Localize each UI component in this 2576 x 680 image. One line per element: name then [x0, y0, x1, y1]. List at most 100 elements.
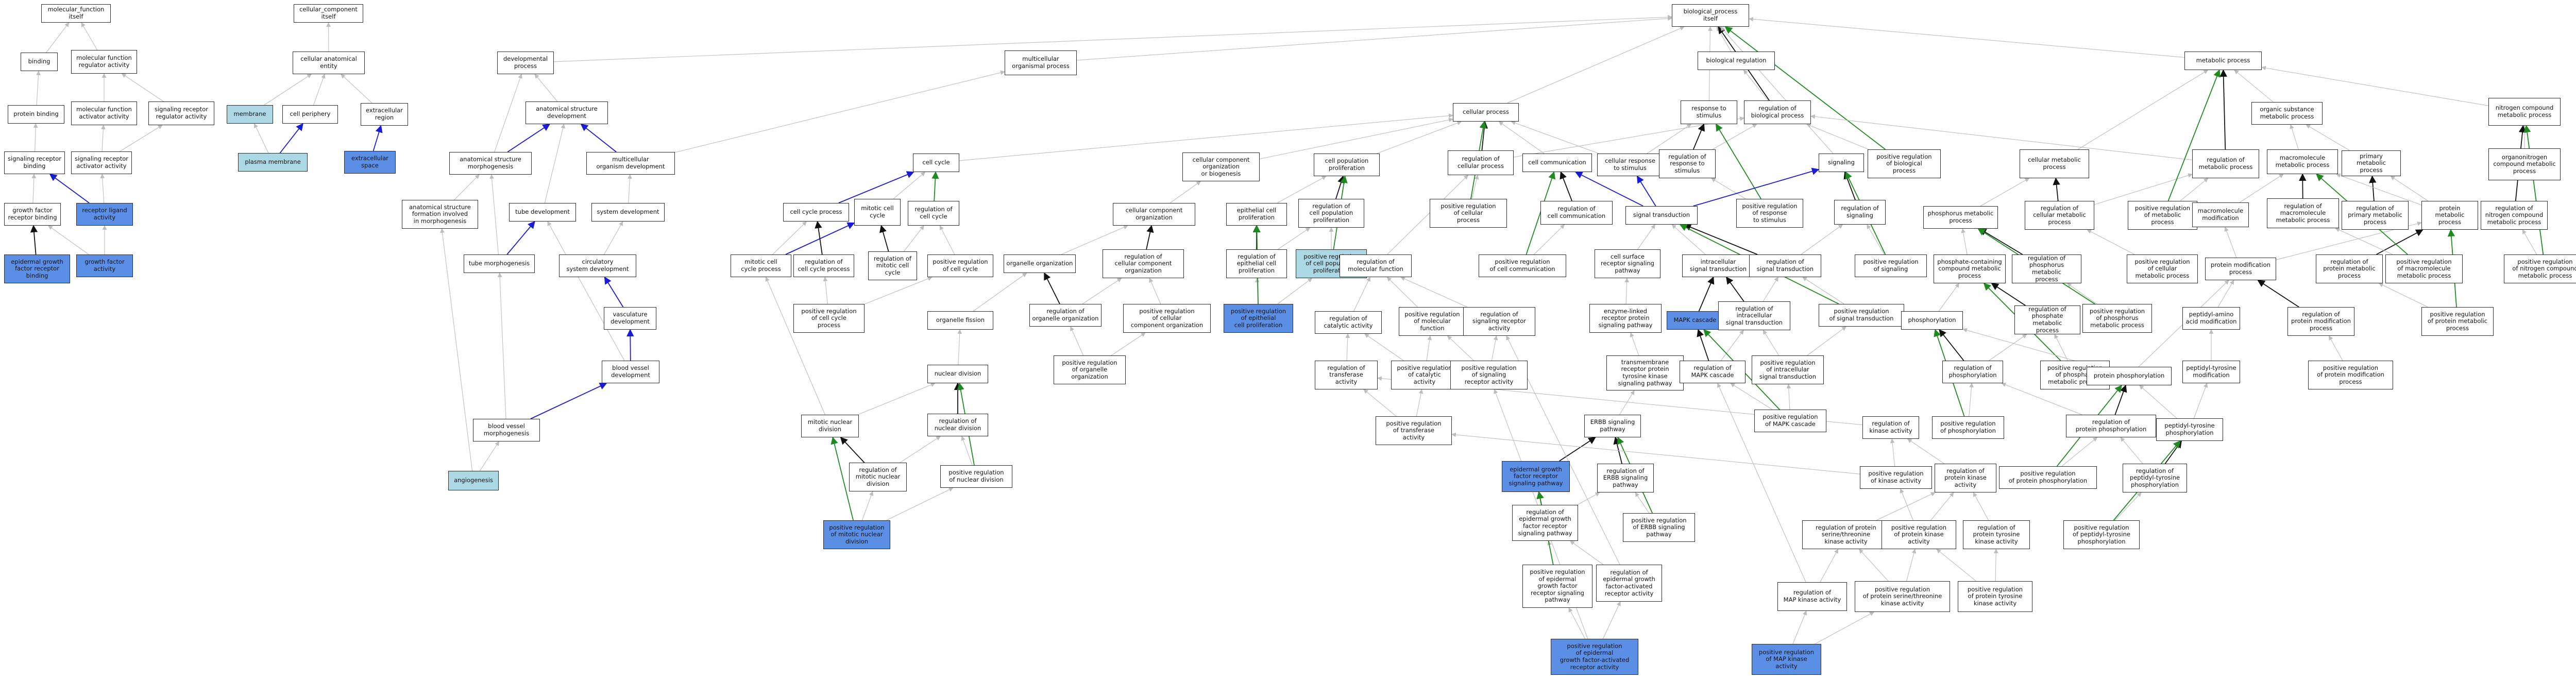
go-term-ccob: cellular component organization or bioge… [1182, 152, 1260, 181]
edge-cpp-to-cellproc [1377, 121, 1462, 154]
go-term-protmod: protein modification process [2205, 258, 2276, 280]
edge-posregcellcomm-to-regcellcomm [1534, 224, 1565, 255]
go-term-regprotphos: regulation of protein phosphorylation [2066, 415, 2156, 437]
edge-cellproc-to-bp [1507, 26, 1685, 104]
edge-posregegfra-to-posregegfrsp [1568, 607, 1586, 639]
go-term-regta: regulation of transferase activity [1315, 361, 1378, 389]
go-term-membrane: membrane [227, 105, 273, 124]
edge-ccob-to-cellproc [1259, 117, 1453, 160]
go-term-regegfra: regulation of epidermal growth factor-ac… [1596, 565, 1662, 602]
go-term-mod: multicellular organism development [586, 152, 675, 175]
edge-posregccp-to-regccp [823, 277, 828, 304]
edge-posregcp-to-regcp [1471, 175, 1479, 199]
edge-pm-to-cellper [279, 123, 303, 154]
edge-sigtrans-to-cellcomm [1574, 172, 1643, 207]
edge-posregpka-to-posregka [1900, 488, 1913, 521]
go-term-regphosph: regulation of phosphorylation [1942, 361, 2003, 383]
go-term-posregcmp: positive regulation of cellular metaboli… [2127, 254, 2198, 283]
go-term-posregphosmp: positive regulation of phosphorus metabo… [2082, 304, 2152, 333]
edge-regcmp-to-cmp [2053, 177, 2060, 201]
edge-posregist-to-posregst [1807, 326, 1847, 356]
edge-posregncmp-to-ncmp [2523, 125, 2544, 255]
edge-regmp-to-metab [2219, 69, 2227, 150]
edge-regrts-to-regbp [1712, 124, 1757, 150]
edge-pm-to-membrane [254, 123, 269, 154]
edge-regprotphos-to-protphos [2114, 384, 2127, 415]
edge-regphosph-to-regpcmp [1989, 334, 2027, 361]
edge-posregmapk-to-regmapk [1730, 383, 1773, 410]
edge-posregepp-to-posregcpp [1277, 278, 1313, 304]
go-term-cae: cellular anatomical entity [293, 52, 365, 74]
go-term-bp: biological_process itself [1672, 4, 1749, 27]
go-term-sigtrans: signal transduction [1625, 206, 1698, 225]
edge-sysdev-to-mod [627, 174, 632, 203]
edge-sigtrans-to-signaling [1693, 167, 1820, 207]
go-term-cellcycle: cell cycle [913, 154, 959, 172]
go-term-sysdev: system development [591, 203, 665, 222]
go-term-cmp: cellular metabolic process [2020, 149, 2089, 178]
go-term-regphosmp: regulation of phosphorus metabolic proce… [2012, 254, 2081, 283]
edge-posregptphos-to-regptphos [2114, 492, 2142, 521]
edge-regbp-to-bioreg [1743, 70, 1769, 101]
go-term-protmp: protein metabolic process [2421, 201, 2478, 230]
edge-pcmp-to-phosmp [1961, 228, 1968, 255]
edge-posregrts-to-regrts [1710, 178, 1746, 199]
go-term-posregcc: positive regulation of cell cycle [927, 254, 993, 277]
go-term-posregpstka: positive regulation of protein serine/th… [1855, 581, 1950, 612]
go-term-mitcc: mitotic cell cycle [854, 199, 901, 226]
go-term-tmrptk: transmembrane receptor protein tyrosine … [1606, 355, 1684, 390]
edge-regegfrsp-to-regerbb [1577, 492, 1600, 505]
edge-regta-to-regca [1345, 333, 1350, 361]
edge-regptphos-to-ptphos [2164, 440, 2182, 464]
go-term-asm: anatomical structure morphogenesis [449, 152, 532, 175]
edge-mod-to-mop [674, 70, 1005, 153]
edge-osmp-to-metab [2234, 70, 2274, 103]
edge-posregmp-to-regmp [2180, 178, 2209, 201]
go-term-posregcp: positive regulation of cellular process [1430, 199, 1507, 228]
edge-ptphos-to-protphos [2139, 385, 2177, 419]
edge-posregbp-to-bp [1724, 26, 1886, 150]
edge-posregphosph-to-regphosph [1969, 383, 1974, 417]
edge-regmnd-to-mitnucdiv [840, 436, 865, 463]
edge-regmapkka-to-regpstka [1820, 549, 1839, 583]
edge-tubemorph-to-tubedev [506, 220, 535, 255]
edge-srbind-to-protbind [33, 123, 38, 152]
go-term-mfact: molecular function activator activity [71, 101, 137, 125]
go-term-devp: developmental process [497, 52, 554, 74]
go-term-cellcomm: cell communication [1522, 154, 1592, 172]
go-term-mop: multicellular organismal process [1005, 50, 1077, 75]
go-term-regptka: regulation of protein tyrosine kinase ac… [1963, 520, 2030, 549]
go-term-vasc: vasculature development [604, 307, 656, 330]
edge-posregptka-to-regptka [1993, 549, 1998, 582]
go-term-regmapk: regulation of MAPK cascade [1680, 361, 1745, 383]
go-term-mitnucdiv: mitotic nuclear division [801, 415, 859, 437]
go-term-regmf: regulation of molecular function [1340, 254, 1412, 277]
go-term-angio: angiogenesis [448, 471, 499, 490]
go-term-regnucdiv: regulation of nuclear division [927, 414, 988, 436]
go-term-regptphos: regulation of peptidyl-tyrosine phosphor… [2123, 464, 2187, 492]
edge-posregmf-to-regmf [1386, 277, 1418, 308]
go-term-posregmapk: positive regulation of MAPK cascade [1754, 410, 1826, 432]
edge-egfrb-to-gfrb [30, 225, 38, 255]
go-term-regcco: regulation of cellular component organiz… [1103, 249, 1184, 278]
go-term-regca: regulation of catalytic activity [1315, 311, 1382, 334]
edge-mfreg-to-mf [81, 22, 98, 50]
go-term-sraa: signaling receptor activator activity [71, 151, 132, 174]
edge-regst-to-regsig [1801, 224, 1843, 255]
edge-regist-to-ist [1726, 276, 1744, 302]
go-term-srbind: signaling receptor binding [4, 151, 65, 174]
edge-csrsp-to-sigtrans [1637, 224, 1655, 250]
edge-regcellcomm-to-cellcomm [1560, 171, 1572, 201]
go-term-orgfis: organelle fission [927, 311, 993, 330]
edge-cco-to-ccob [1170, 181, 1201, 203]
edge-posregpstka-to-regpstka [1859, 549, 1889, 582]
edge-vasc-to-csd [604, 276, 624, 308]
edge-asf-to-asm [454, 174, 480, 200]
go-term-regmcc: regulation of mitotic cell cycle [868, 251, 917, 280]
edge-devp-to-bp [553, 14, 1672, 62]
go-term-phosph: phosphorylation [1901, 311, 1963, 330]
edge-asm-to-devp [494, 74, 522, 152]
go-term-regpcmp: regulation of phosphate metabolic proces… [2014, 305, 2080, 334]
go-term-rts: response to stimulus [1681, 100, 1737, 124]
edge-mitnucdiv-to-nucdiv [857, 382, 936, 415]
